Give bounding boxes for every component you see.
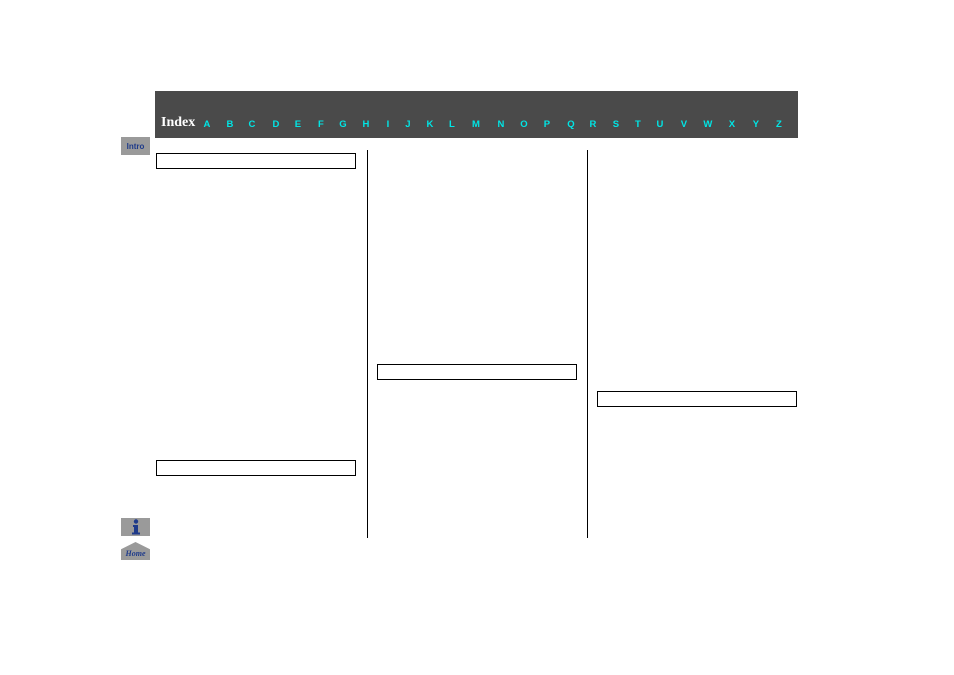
index-letter-v[interactable]: V bbox=[680, 119, 688, 130]
info-button[interactable] bbox=[121, 518, 150, 536]
index-letter-k[interactable]: K bbox=[426, 119, 434, 130]
index-letter-c[interactable]: C bbox=[248, 119, 256, 130]
index-letter-x[interactable]: X bbox=[728, 119, 736, 130]
index-header: Index A B C D E F G H I J K L M N O P Q R S T U V W X Y Z bbox=[155, 91, 798, 138]
index-letter-e[interactable]: E bbox=[294, 119, 302, 130]
index-letter-o[interactable]: O bbox=[520, 119, 528, 130]
index-letter-u[interactable]: U bbox=[656, 119, 664, 130]
column-divider-2 bbox=[587, 150, 588, 538]
index-section-header-box bbox=[377, 364, 577, 380]
intro-label: Intro bbox=[126, 141, 145, 151]
alphabet-nav: A B C D E F G H I J K L M N O P Q R S T U V W X Y Z bbox=[155, 91, 798, 138]
index-letter-y[interactable]: Y bbox=[752, 119, 760, 130]
intro-button[interactable]: Intro bbox=[121, 137, 150, 155]
column-divider-1 bbox=[367, 150, 368, 538]
index-letter-a[interactable]: A bbox=[203, 119, 211, 130]
index-letter-b[interactable]: B bbox=[226, 119, 234, 130]
index-section-header-box bbox=[156, 153, 356, 169]
index-section-header-box bbox=[597, 391, 797, 407]
index-title: Index bbox=[161, 115, 196, 130]
home-button[interactable]: Home bbox=[121, 542, 150, 560]
index-letter-r[interactable]: R bbox=[589, 119, 597, 130]
index-letter-i[interactable]: I bbox=[386, 119, 390, 130]
index-letter-n[interactable]: N bbox=[497, 119, 505, 130]
index-letter-g[interactable]: G bbox=[339, 119, 347, 130]
index-letter-t[interactable]: T bbox=[634, 119, 642, 130]
index-letter-z[interactable]: Z bbox=[775, 119, 783, 130]
index-letter-p[interactable]: P bbox=[543, 119, 551, 130]
index-letter-s[interactable]: S bbox=[612, 119, 620, 130]
info-icon bbox=[131, 519, 140, 535]
home-label: Home bbox=[125, 548, 146, 558]
index-letter-j[interactable]: J bbox=[405, 119, 411, 130]
index-section-header-box bbox=[156, 460, 356, 476]
index-letter-q[interactable]: Q bbox=[567, 119, 575, 130]
index-letter-d[interactable]: D bbox=[272, 119, 280, 130]
index-letter-m[interactable]: M bbox=[471, 119, 481, 130]
index-letter-w[interactable]: W bbox=[703, 119, 713, 130]
index-letter-l[interactable]: L bbox=[448, 119, 456, 130]
index-letter-h[interactable]: H bbox=[362, 119, 370, 130]
index-letter-f[interactable]: F bbox=[317, 119, 325, 130]
home-shape bbox=[121, 542, 150, 560]
